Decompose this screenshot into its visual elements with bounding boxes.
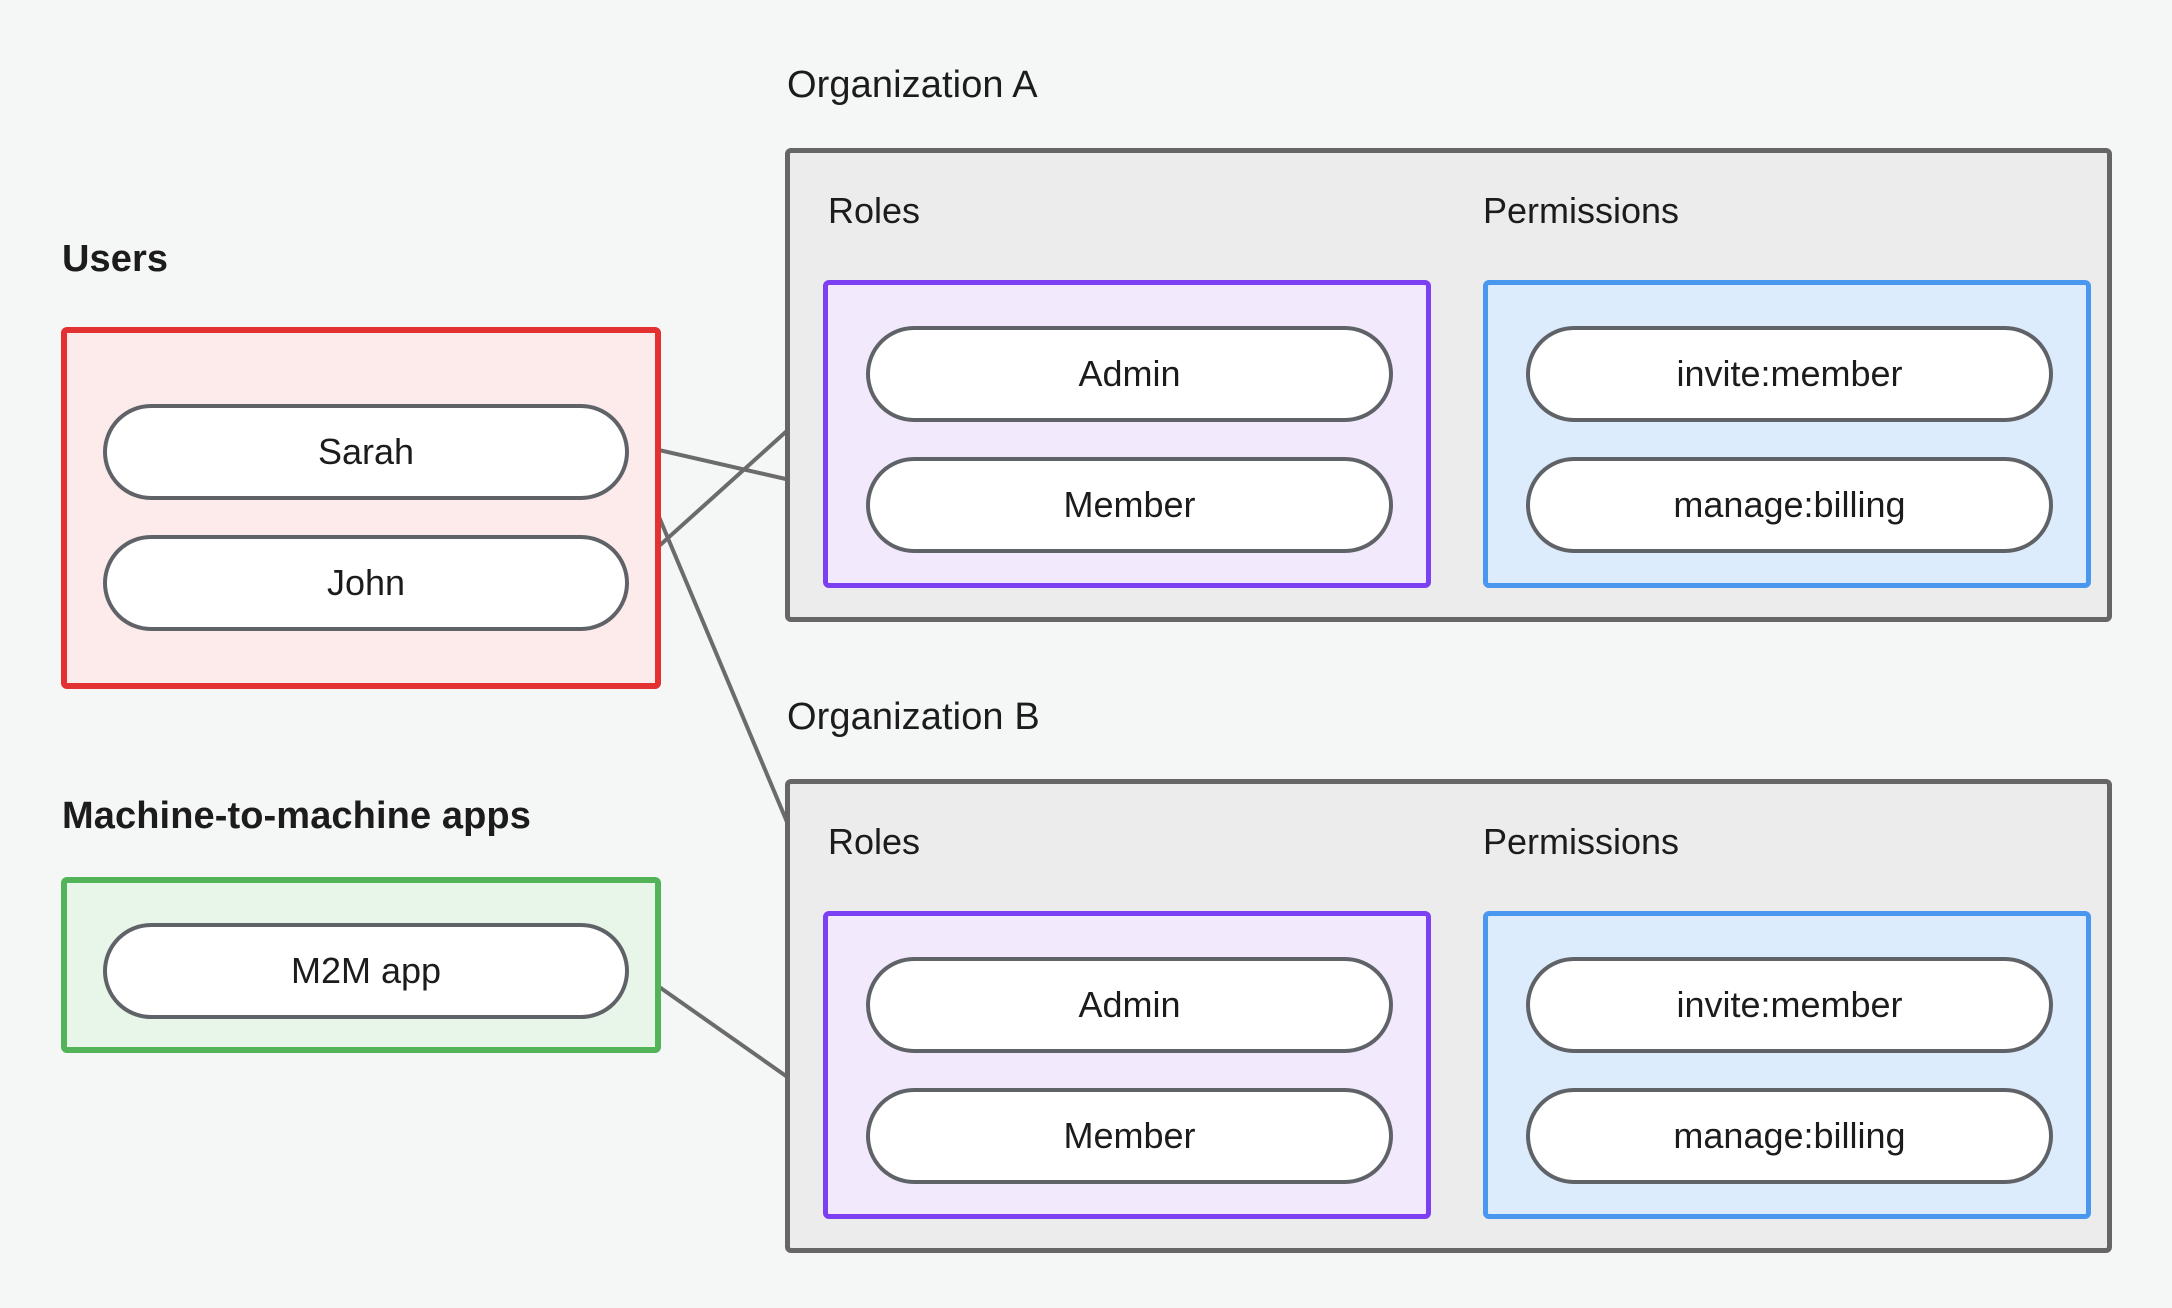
org-b-permission-manage-billing[interactable]: manage:billing [1526, 1088, 2053, 1184]
org-a-permission-invite-member[interactable]: invite:member [1526, 326, 2053, 422]
org-b-permission-invite-member[interactable]: invite:member [1526, 957, 2053, 1053]
org-b-role-member[interactable]: Member [866, 1088, 1393, 1184]
org-b-roles-box: Admin Member [823, 911, 1431, 1219]
users-group-box: Sarah John [61, 327, 661, 689]
organization-a-caption: Organization A [787, 64, 1038, 106]
user-node-sarah[interactable]: Sarah [103, 404, 629, 500]
users-caption: Users [62, 238, 169, 280]
org-a-permissions-box: invite:member manage:billing [1483, 280, 2091, 588]
org-a-role-member[interactable]: Member [866, 457, 1393, 553]
org-a-roles-box: Admin Member [823, 280, 1431, 588]
org-a-permissions-title: Permissions [1483, 190, 1680, 231]
org-b-permissions-box: invite:member manage:billing [1483, 911, 2091, 1219]
m2m-node-app[interactable]: M2M app [103, 923, 629, 1019]
org-b-permissions-title: Permissions [1483, 821, 1680, 862]
m2m-caption: Machine-to-machine apps [62, 795, 531, 837]
organization-b-box: Roles Permissions Admin Member invite:me… [785, 779, 2112, 1253]
organization-b-caption: Organization B [787, 696, 1040, 738]
org-a-permission-manage-billing[interactable]: manage:billing [1526, 457, 2053, 553]
org-a-roles-title: Roles [828, 190, 921, 231]
organization-a-box: Roles Permissions Admin Member invite:me… [785, 148, 2112, 622]
user-node-john[interactable]: John [103, 535, 629, 631]
org-b-role-admin[interactable]: Admin [866, 957, 1393, 1053]
org-a-role-admin[interactable]: Admin [866, 326, 1393, 422]
org-b-roles-title: Roles [828, 821, 921, 862]
m2m-group-box: M2M app [61, 877, 661, 1053]
